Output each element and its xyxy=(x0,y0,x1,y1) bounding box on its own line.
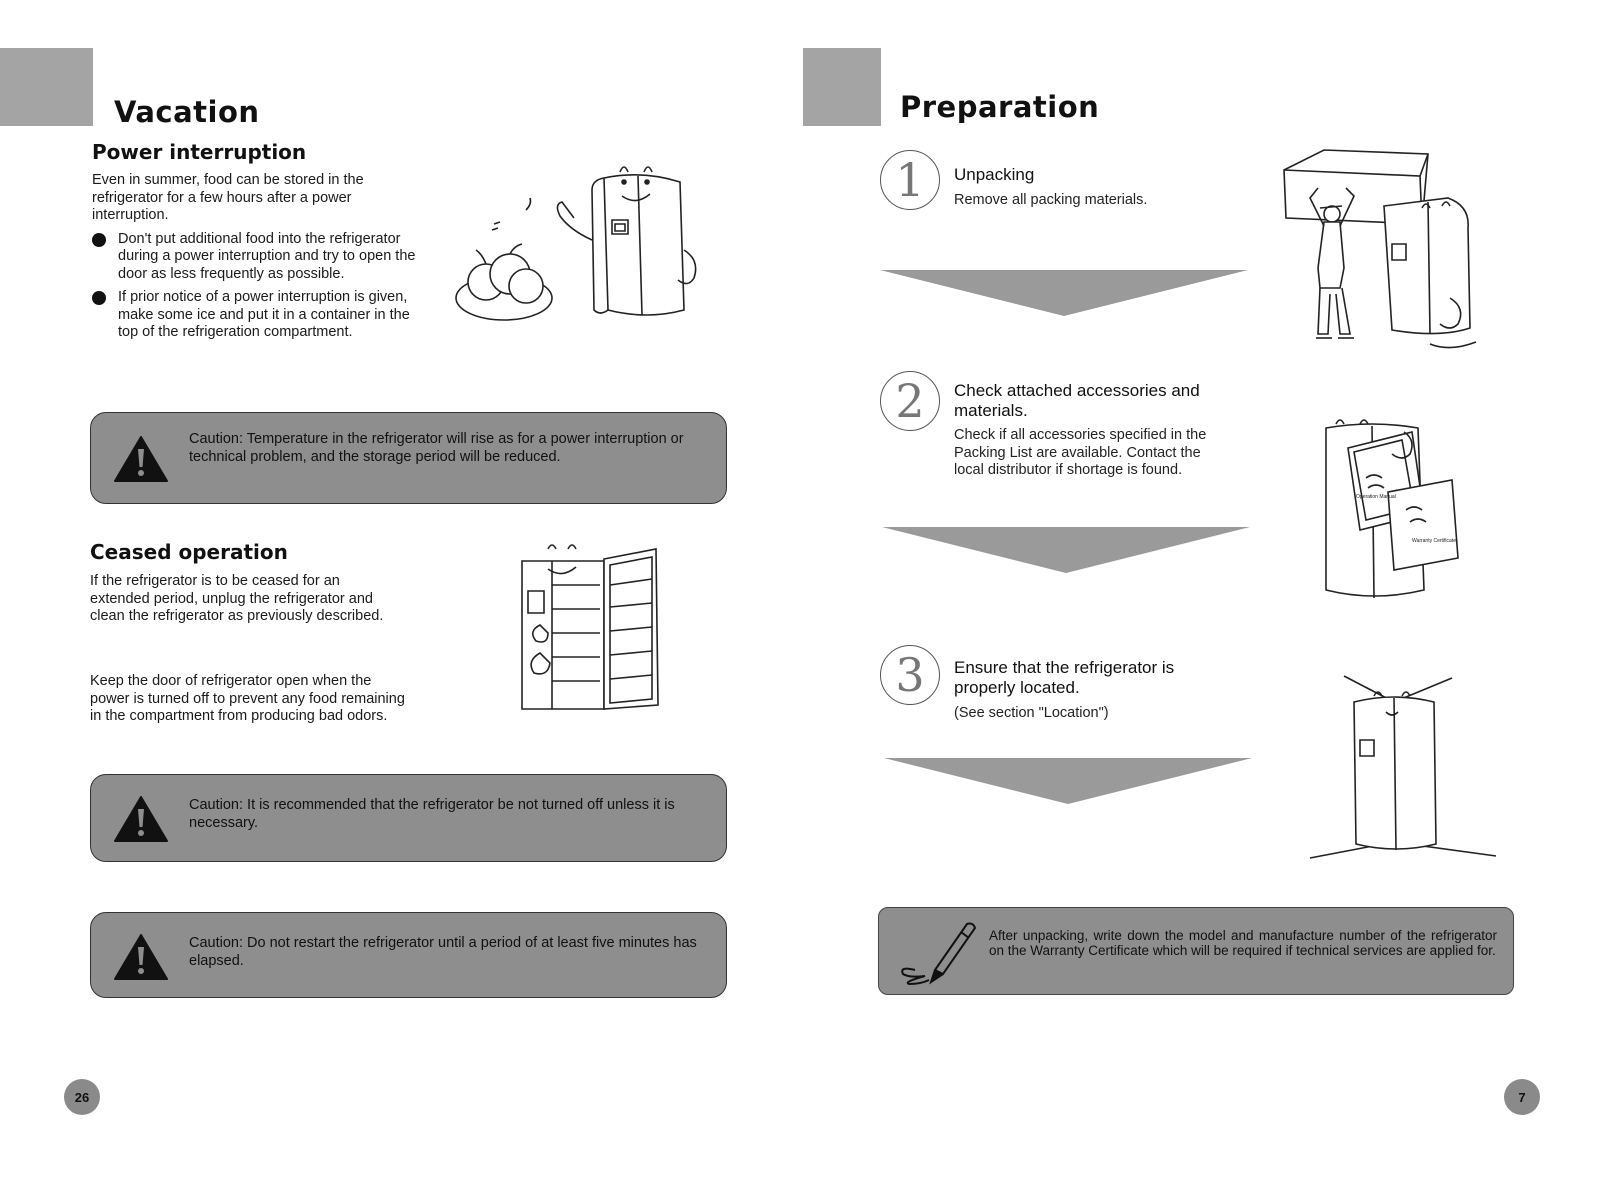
down-arrow-2 xyxy=(882,527,1250,573)
pencil-icon xyxy=(901,922,977,986)
step-desc-accessories: Check if all accessories specified in th… xyxy=(954,427,1207,478)
step-number-2: 2 xyxy=(880,371,940,431)
bullet-text: If prior notice of a power interruption … xyxy=(118,289,410,340)
step-title-location: Ensure that the refrigerator is properly… xyxy=(954,658,1175,697)
caution-box-restart: Caution: Do not restart the refrigerator… xyxy=(90,912,727,998)
bullet-item: If prior notice of a power interruption … xyxy=(92,289,422,342)
warning-triangle-icon xyxy=(114,934,168,980)
page-number-right: 7 xyxy=(1504,1079,1540,1115)
caution-text: Caution: Temperature in the refrigerator… xyxy=(189,431,684,465)
page-title-preparation: Preparation xyxy=(900,90,1100,124)
ceased-operation-para1: If the refrigerator is to be ceased for … xyxy=(90,573,384,624)
caution-box-temperature: Caution: Temperature in the refrigerator… xyxy=(90,412,727,504)
bullet-dot-icon xyxy=(92,291,106,305)
caution-box-not-turned-off: Caution: It is recommended that the refr… xyxy=(90,774,727,862)
caution-text: Caution: Do not restart the refrigerator… xyxy=(189,935,697,969)
heading-power-interruption: Power interruption xyxy=(92,140,307,164)
fridge-apples-illustration xyxy=(452,160,702,335)
heading-ceased-operation: Ceased operation xyxy=(90,540,288,564)
caution-text: Caution: It is recommended that the refr… xyxy=(189,797,675,831)
bullet-text: Don't put additional food into the refri… xyxy=(118,230,416,282)
step-title-accessories: Check attached accessories and materials… xyxy=(954,381,1200,420)
bullet-dot-icon xyxy=(92,232,106,247)
down-arrow-1 xyxy=(880,270,1248,316)
note-text: After unpacking, write down the model an… xyxy=(989,928,1497,958)
step-title-unpacking: Unpacking xyxy=(954,165,1035,184)
warranty-certificate-label: Warranty Certificate xyxy=(1412,538,1456,544)
step-desc-unpacking: Remove all packing materials. xyxy=(954,192,1148,208)
power-interruption-body: Even in summer, food can be stored in th… xyxy=(92,172,422,342)
down-arrow-3 xyxy=(884,758,1252,804)
unpacking-illustration xyxy=(1280,148,1490,358)
section-tab-right xyxy=(803,48,881,126)
location-illustration xyxy=(1310,672,1500,862)
warning-triangle-icon xyxy=(114,796,168,842)
step-desc-location: (See section "Location") xyxy=(954,705,1109,721)
step-number-3: 3 xyxy=(880,645,940,705)
open-fridge-illustration xyxy=(518,545,668,713)
note-box-warranty: After unpacking, write down the model an… xyxy=(878,907,1514,995)
warning-triangle-icon xyxy=(114,436,168,482)
page-title-vacation: Vacation xyxy=(114,95,260,129)
bullet-item: Don't put additional food into the refri… xyxy=(92,231,422,284)
step-number-1: 1 xyxy=(880,150,940,210)
ceased-operation-para2: Keep the door of refrigerator open when … xyxy=(90,673,405,724)
section-tab-left xyxy=(0,48,93,126)
operation-manual-label: Operation Manual xyxy=(1356,494,1396,500)
accessories-illustration: Operation Manual Warranty Certificate xyxy=(1318,418,1468,603)
page-number-left: 26 xyxy=(64,1079,100,1115)
power-interruption-intro: Even in summer, food can be stored in th… xyxy=(92,172,364,223)
